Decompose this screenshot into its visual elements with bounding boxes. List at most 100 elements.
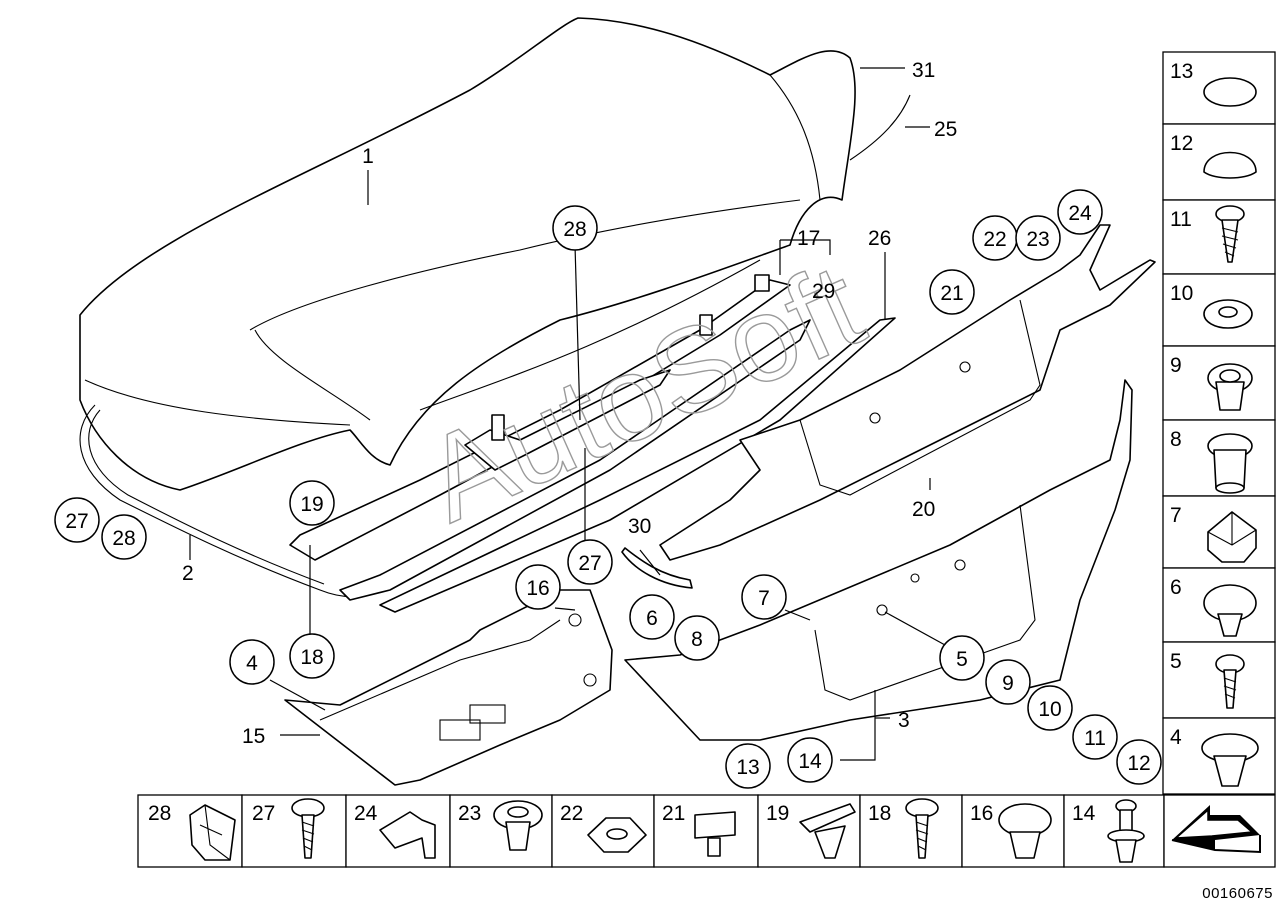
svg-text:13: 13 (736, 756, 759, 779)
callout-17: 17 (797, 227, 820, 250)
callout-6: 6 (629, 594, 675, 640)
callouts-circled: 28 21 22 23 24 19 27 28 27 16 7 6 8 18 4… (54, 189, 1162, 789)
svg-text:22: 22 (560, 802, 583, 825)
callout-31: 31 (912, 59, 935, 82)
part-lower-panel (624, 379, 1133, 741)
svg-text:24: 24 (1068, 202, 1092, 225)
callout-15: 15 (242, 725, 265, 748)
callout-4: 4 (229, 639, 275, 685)
svg-text:6: 6 (646, 607, 658, 630)
svg-text:28: 28 (563, 218, 586, 241)
arrow-icon (1171, 805, 1261, 854)
svg-text:5: 5 (1170, 650, 1182, 673)
svg-text:19: 19 (300, 493, 323, 516)
callout-23: 23 (1015, 215, 1061, 261)
svg-text:18: 18 (868, 802, 891, 825)
legend-bottom: 28 27 24 23 22 21 19 18 16 14 (137, 794, 1276, 868)
svg-text:24: 24 (354, 802, 378, 825)
svg-text:18: 18 (300, 646, 323, 669)
svg-text:10: 10 (1170, 282, 1193, 305)
part-icon-19 (799, 803, 856, 859)
svg-text:23: 23 (458, 802, 481, 825)
callout-5: 5 (939, 635, 985, 681)
part-icon-27 (291, 798, 325, 859)
svg-text:8: 8 (691, 628, 703, 651)
part-icon-4 (1201, 733, 1259, 787)
svg-text:22: 22 (983, 228, 1006, 251)
callout-7: 7 (741, 574, 787, 620)
svg-text:4: 4 (246, 652, 258, 675)
part-icon-23 (493, 800, 543, 851)
part-icon-14 (1107, 799, 1145, 863)
part-icon-7 (1207, 511, 1257, 563)
callout-12: 12 (1116, 739, 1162, 785)
part-icon-8 (1207, 433, 1253, 494)
svg-text:27: 27 (252, 802, 275, 825)
callout-28a: 28 (552, 205, 598, 251)
svg-text:14: 14 (798, 750, 822, 773)
part-icon-11 (1215, 205, 1245, 263)
callout-27a: 27 (54, 497, 100, 543)
callout-2: 2 (182, 562, 194, 585)
svg-text:23: 23 (1026, 228, 1049, 251)
svg-text:13: 13 (1170, 60, 1193, 83)
document-number: 00160675 (1202, 885, 1273, 902)
part-icon-10 (1203, 299, 1253, 329)
callout-3: 3 (898, 709, 910, 732)
svg-text:12: 12 (1127, 752, 1150, 775)
svg-text:27: 27 (65, 510, 88, 533)
part-icon-24 (379, 811, 436, 859)
callout-1: 1 (362, 145, 374, 168)
part-icon-22 (587, 817, 647, 853)
svg-text:11: 11 (1170, 208, 1192, 231)
svg-text:8: 8 (1170, 428, 1182, 451)
callout-14: 14 (787, 737, 833, 783)
callout-10: 10 (1027, 685, 1073, 731)
part-icon-16 (998, 803, 1052, 859)
part-upper-panel (659, 224, 1156, 561)
svg-text:5: 5 (956, 648, 968, 671)
svg-text:11: 11 (1084, 727, 1106, 750)
callout-13: 13 (725, 743, 771, 789)
part-seal (79, 404, 381, 598)
svg-text:4: 4 (1170, 726, 1182, 749)
part-icon-9 (1207, 363, 1253, 411)
legend-right: 13 12 11 10 9 8 7 6 5 4 (1162, 51, 1276, 795)
svg-text:10: 10 (1038, 698, 1061, 721)
svg-text:16: 16 (526, 577, 549, 600)
svg-text:21: 21 (940, 282, 963, 305)
svg-text:16: 16 (970, 802, 993, 825)
part-icon-21 (694, 811, 736, 857)
part-strip-30 (621, 547, 693, 589)
part-icon-12 (1203, 151, 1257, 179)
callout-9: 9 (985, 659, 1031, 705)
part-icon-5 (1215, 654, 1245, 709)
part-icon-13 (1203, 77, 1257, 107)
svg-text:6: 6 (1170, 576, 1182, 599)
part-bracket (284, 589, 613, 786)
svg-text:9: 9 (1170, 354, 1182, 377)
callout-28b: 28 (101, 514, 147, 560)
part-icon-18 (905, 798, 939, 859)
svg-text:28: 28 (112, 527, 135, 550)
part-bumper-cover (79, 17, 856, 491)
svg-text:7: 7 (1170, 504, 1182, 527)
callout-11: 11 (1072, 714, 1118, 760)
svg-text:7: 7 (758, 587, 770, 610)
svg-text:28: 28 (148, 802, 171, 825)
callout-19: 19 (289, 480, 335, 526)
callout-25: 25 (934, 118, 957, 141)
part-carrier (289, 274, 811, 601)
part-trim-strip (849, 94, 911, 161)
callout-16: 16 (515, 564, 561, 610)
svg-text:19: 19 (766, 802, 789, 825)
svg-text:9: 9 (1002, 672, 1014, 695)
callout-22: 22 (972, 215, 1018, 261)
part-strip-26 (379, 317, 896, 613)
part-icon-6 (1203, 584, 1257, 637)
leader-lines (189, 67, 946, 761)
svg-text:14: 14 (1072, 802, 1096, 825)
callout-27b: 27 (567, 539, 613, 585)
callout-29: 29 (812, 280, 835, 303)
